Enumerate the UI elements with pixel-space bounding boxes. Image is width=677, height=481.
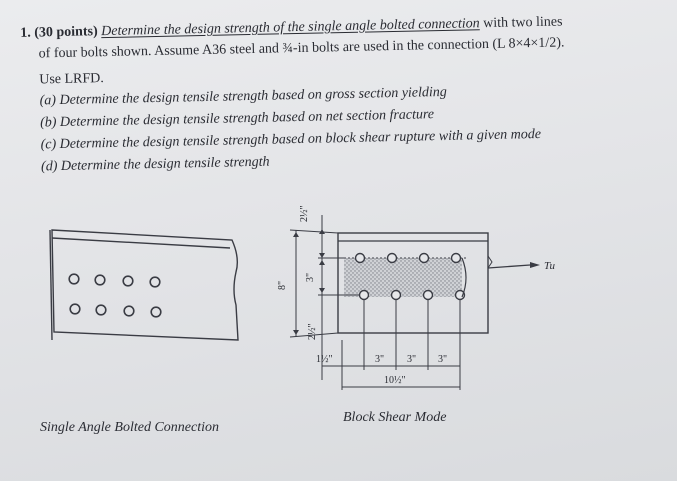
bolt-hole xyxy=(123,305,135,317)
angle-outline xyxy=(49,229,239,341)
bolt-hole xyxy=(122,275,134,287)
caption-block-shear: Block Shear Mode xyxy=(343,410,447,425)
load-arrow xyxy=(487,264,531,269)
dim-spacing-3: 3" xyxy=(438,354,447,365)
dim-spacing-1: 3" xyxy=(375,354,384,365)
dim-total: 10½" xyxy=(384,375,406,386)
bolt-hole xyxy=(422,289,434,301)
bolt-hole xyxy=(68,273,80,285)
dim-top-edge: 2½" xyxy=(299,205,310,222)
dim-gage: 3" xyxy=(305,273,316,282)
bolt-hole xyxy=(95,304,107,316)
bolt-hole xyxy=(454,289,466,301)
dim-spacing-2: 3" xyxy=(407,354,416,365)
bolt-hole xyxy=(386,252,398,264)
bolt-hole xyxy=(150,306,162,318)
bolt-hole xyxy=(354,252,366,264)
bolt-hole xyxy=(94,274,106,286)
load-label: Tu xyxy=(544,260,556,272)
bolt-hole xyxy=(450,252,462,264)
caption-angle: Single Angle Bolted Connection xyxy=(40,420,219,435)
bolt-hole xyxy=(418,252,430,264)
angle-bolt-holes xyxy=(68,273,162,318)
bolt-hole xyxy=(149,276,161,288)
bolt-hole xyxy=(358,289,370,301)
dim-leg: 8" xyxy=(277,281,288,290)
bolt-hole xyxy=(69,303,81,315)
angle-leg-plate xyxy=(337,232,489,334)
dim-end: 1½" xyxy=(316,354,333,365)
dim-bottom-edge: 2½" xyxy=(307,323,318,340)
bolt-hole xyxy=(390,289,402,301)
block-shear-figure: 2½" 8" 3" 2½" 1½" 3" 3" 3" 10½" Tu xyxy=(277,205,556,390)
